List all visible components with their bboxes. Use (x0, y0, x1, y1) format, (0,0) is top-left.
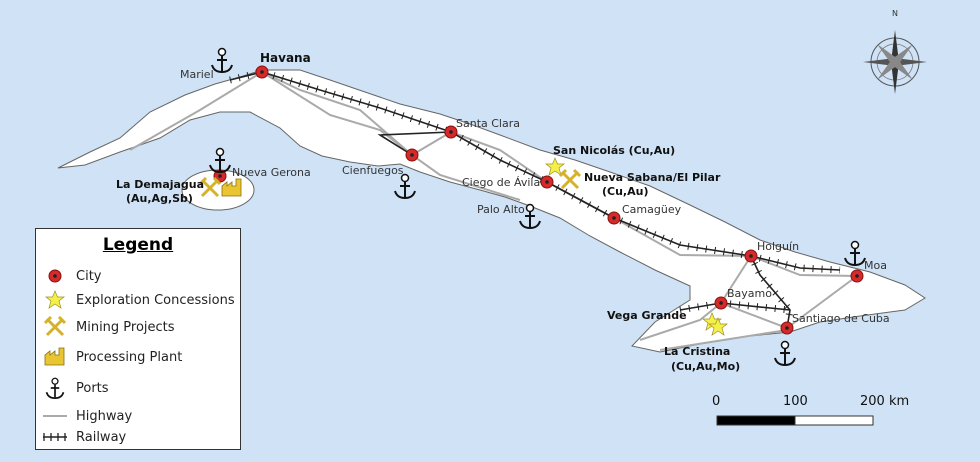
scale-label: 100 (783, 394, 808, 409)
legend-title: Legend (102, 235, 174, 255)
star-icon (45, 290, 65, 309)
legend-label: Processing Plant (76, 349, 183, 365)
highway-line-icon (43, 415, 67, 417)
legend-item-plant: Processing Plant (42, 346, 182, 368)
city-marker-moa (850, 269, 864, 283)
city-icon (48, 269, 62, 283)
city-marker-havana (255, 65, 269, 79)
pickaxe-icon (43, 316, 67, 337)
city-label: Santa Clara (456, 117, 520, 130)
site-label: San Nicolás (Cu,Au) (553, 144, 676, 157)
site-label: La Demajagua (116, 178, 205, 191)
factory-icon (44, 347, 65, 366)
legend-item-exploration: Exploration Concessions (42, 289, 235, 311)
city-label: Camagüey (622, 203, 682, 216)
legend-item-city: City (42, 265, 101, 287)
city-label: Havana (260, 51, 311, 65)
city-label: Ciego de Ávila (462, 176, 541, 189)
legend-label: Ports (76, 380, 109, 396)
scale-bar (716, 415, 874, 426)
legend: Legend City Exploration Concessions Mini… (35, 228, 241, 450)
city-marker-holguin (744, 249, 758, 263)
legend-item-highway: Highway (42, 405, 132, 427)
legend-label: City (76, 268, 102, 284)
anchor-icon (45, 377, 65, 399)
city-label: Nueva Gerona (232, 166, 311, 179)
railway-line-icon (43, 433, 67, 441)
city-marker-cienfuegos (405, 148, 419, 162)
city-label: Bayamo (727, 287, 772, 300)
highways (129, 70, 858, 351)
site-label: Vega Grande (607, 309, 687, 322)
city-marker-ciego (540, 175, 554, 189)
site-label: (Cu,Au,Mo) (671, 360, 741, 373)
site-label: (Cu,Au) (602, 185, 649, 198)
legend-label: Exploration Concessions (76, 292, 235, 308)
legend-item-mining: Mining Projects (42, 316, 175, 338)
site-label: Nueva Sabana/El Pilar (584, 171, 721, 184)
compass-rose: N (863, 9, 927, 94)
city-label: Holguín (757, 240, 800, 253)
legend-label: Railway (76, 429, 127, 445)
compass-north-label: N (892, 9, 898, 18)
city-marker-bayamo (714, 296, 728, 310)
scale-label: 200 km (860, 394, 910, 409)
site-label: La Cristina (664, 345, 731, 358)
city-label: Mariel (180, 68, 214, 81)
city-marker-camaguey (607, 211, 621, 225)
legend-label: Mining Projects (76, 319, 175, 335)
legend-label: Highway (76, 408, 133, 424)
city-label: Palo Alto (477, 203, 525, 216)
city-label: Moa (864, 259, 887, 272)
site-label: (Au,Ag,Sb) (126, 192, 193, 205)
scale-label: 0 (712, 394, 721, 409)
city-label: Santiago de Cuba (792, 312, 890, 325)
legend-item-railway: Railway (42, 426, 126, 448)
city-label: Cienfuegos (342, 164, 404, 177)
legend-item-ports: Ports (42, 377, 109, 399)
